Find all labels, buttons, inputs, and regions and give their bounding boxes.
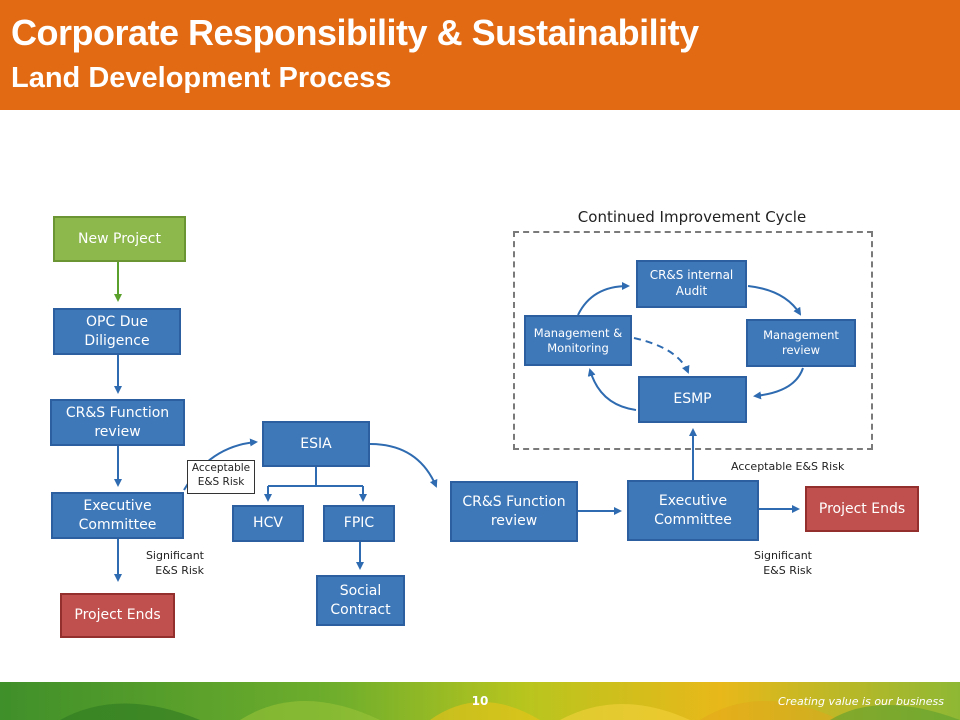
executive-committee-box-2: Executive Committee	[627, 480, 759, 541]
arrow-esia-to-crs2	[369, 443, 438, 488]
crs-function-review-box-2: CR&S Function review	[450, 481, 578, 542]
project-ends-box-2: Project Ends	[805, 486, 919, 532]
page-number: 10	[471, 694, 489, 708]
project-ends-box-1: Project Ends	[60, 593, 175, 638]
header-bar: Corporate Responsibility & Sustainabilit…	[0, 0, 960, 110]
esia-box: ESIA	[262, 421, 370, 467]
footer-banner	[0, 682, 960, 720]
social-contract-box: Social Contract	[316, 575, 405, 626]
management-review-box: Management review	[746, 319, 856, 367]
slide-title: Corporate Responsibility & Sustainabilit…	[11, 12, 699, 53]
footer-tagline: Creating value is our business	[777, 695, 944, 708]
acceptable-risk-label-right: Acceptable E&S Risk	[731, 460, 845, 473]
significant-risk-label-right: Significant E&S Risk	[753, 549, 812, 577]
internal-audit-box: CR&S internal Audit	[636, 260, 747, 308]
significant-risk-label-left: Significant E&S Risk	[145, 549, 204, 577]
acceptable-risk-label-left: Acceptable E&S Risk	[187, 460, 255, 494]
arrow-mgmt-to-esmp-dashed	[633, 337, 690, 374]
arrow-audit-to-review	[747, 285, 802, 316]
hcv-box: HCV	[232, 505, 304, 542]
slide-subtitle: Land Development Process	[11, 62, 392, 94]
arrow-esmp-to-mgmt	[587, 368, 637, 411]
executive-committee-box-1: Executive Committee	[51, 492, 184, 539]
crs-function-review-box-1: CR&S Function review	[50, 399, 185, 446]
new-project-box: New Project	[53, 216, 186, 262]
fpic-box: FPIC	[323, 505, 395, 542]
opc-due-diligence-box: OPC Due Diligence	[53, 308, 181, 355]
cycle-frame	[513, 231, 873, 450]
management-monitoring-box: Management & Monitoring	[524, 315, 632, 366]
cycle-title: Continued Improvement Cycle	[577, 208, 807, 226]
footer-leaf-graphic	[0, 682, 960, 720]
esmp-box: ESMP	[638, 376, 747, 423]
arrow-mgmt-to-audit	[577, 282, 630, 316]
arrow-review-to-esmp	[753, 367, 804, 400]
